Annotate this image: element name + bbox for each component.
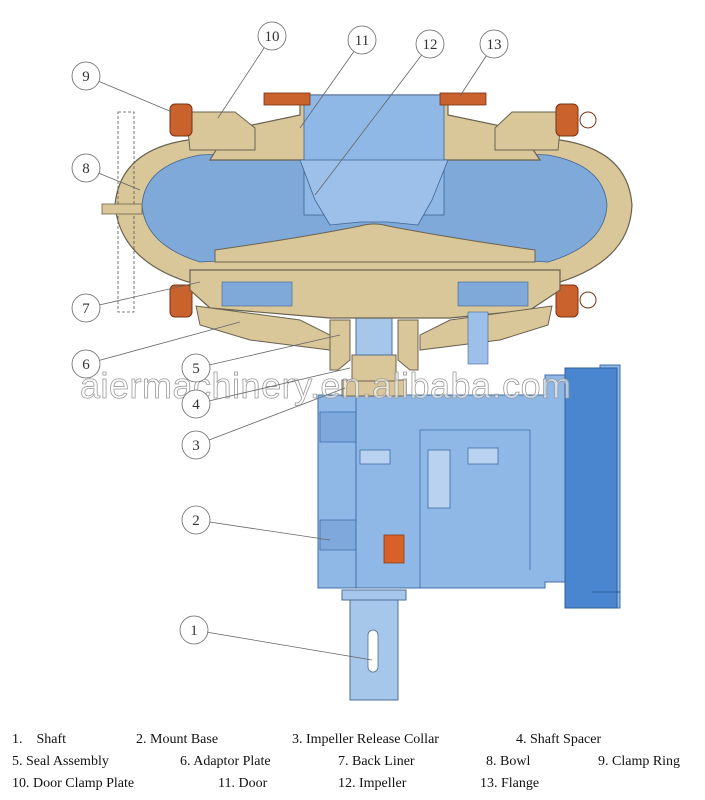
pump-cross-section-diagram: aiermachinery.en.alibaba.com 1 2 3 4 5 6…	[71, 21, 633, 701]
callout-10-label: 10	[265, 29, 280, 45]
callout-1-label: 1	[190, 623, 198, 639]
callout-8-circle	[71, 153, 101, 183]
legend-number: 11.	[218, 776, 235, 791]
legend-label: Back Liner	[352, 754, 415, 769]
flange	[263, 92, 487, 106]
callout-7-circle	[71, 293, 101, 323]
legend-label: Shaft Spacer	[530, 732, 602, 747]
legend-label: Clamp Ring	[612, 754, 681, 769]
legend-number: 6.	[180, 754, 191, 769]
callout-9-label: 9	[82, 69, 90, 85]
legend-number: 9.	[598, 754, 609, 769]
legend-label: Door Clamp Plate	[33, 776, 135, 791]
adaptor-plate	[195, 305, 553, 365]
callout-12-label: 12	[423, 37, 438, 53]
legend-item-3: 3. Impeller Release Collar	[292, 732, 439, 748]
clamp-ring	[169, 103, 597, 318]
legend-item-12: 12. Impeller	[338, 776, 406, 792]
impeller	[299, 159, 449, 226]
callout-11-circle	[347, 25, 377, 55]
callout-6-label: 6	[82, 357, 90, 373]
callout-7-label: 7	[82, 301, 90, 317]
legend-number: 5.	[12, 754, 23, 769]
legend-item-5: 5. Seal Assembly	[12, 754, 109, 770]
legend-label: Flange	[501, 776, 540, 791]
legend-number: 12.	[338, 776, 356, 791]
door-clamp-plate	[185, 111, 563, 151]
callout-6-circle	[71, 349, 101, 379]
legend-label: Mount Base	[150, 732, 219, 747]
callout-4-label: 4	[192, 397, 200, 413]
callout-1-circle	[179, 615, 209, 645]
legend-label: Seal Assembly	[26, 754, 109, 769]
legend-number: 8.	[486, 754, 497, 769]
legend-item-10: 10. Door Clamp Plate	[12, 776, 134, 792]
legend-label: Bowl	[500, 754, 531, 769]
callout-9-circle	[71, 61, 101, 91]
back-liner	[189, 269, 561, 319]
callout-10-circle	[257, 21, 287, 51]
callout-5-label: 5	[192, 361, 200, 377]
callout-13-label: 13	[487, 37, 502, 53]
legend-label: Impeller Release Collar	[306, 732, 439, 747]
legend-item-1: 1. Shaft	[12, 732, 66, 748]
legend-item-6: 6. Adaptor Plate	[180, 754, 271, 770]
callout-2-circle	[181, 505, 211, 535]
legend-item-4: 4. Shaft Spacer	[516, 732, 601, 748]
shaft-spacer	[351, 354, 397, 382]
legend-item-7: 7. Back Liner	[338, 754, 415, 770]
legend-number: 7.	[338, 754, 349, 769]
callout-3-circle	[181, 430, 211, 460]
callouts: 1 2 3 4 5 6 7 8 9 10 11 12	[71, 21, 509, 661]
legend-label: Adaptor Plate	[193, 754, 271, 769]
legend-item-9: 9. Clamp Ring	[598, 754, 680, 770]
callout-12-circle	[415, 29, 445, 59]
callout-3-label: 3	[192, 438, 200, 454]
legend-item-13: 13. Flange	[480, 776, 539, 792]
legend-number: 2.	[136, 732, 147, 747]
callout-13-circle	[479, 29, 509, 59]
callout-8-label: 8	[82, 161, 90, 177]
callout-2-label: 2	[192, 513, 200, 529]
callout-11-label: 11	[355, 33, 369, 49]
legend-item-2: 2. Mount Base	[136, 732, 218, 748]
legend-label: Door	[238, 776, 268, 791]
legend-label: Impeller	[359, 776, 407, 791]
lifting-bracket	[101, 111, 143, 313]
legend-number: 1.	[12, 732, 23, 747]
callout-4-circle	[181, 389, 211, 419]
legend-item-8: 8. Bowl	[486, 754, 530, 770]
legend-label: Shaft	[36, 732, 67, 747]
legend-number: 4.	[516, 732, 527, 747]
watermark: aiermachinery.en.alibaba.com	[80, 365, 572, 406]
shaft	[341, 589, 407, 701]
legend-number: 10.	[12, 776, 30, 791]
parts-legend: 1. Shaft 2. Mount Base 3. Impeller Relea…	[12, 732, 702, 798]
callout-5-circle	[181, 353, 211, 383]
mount-base	[317, 364, 621, 609]
legend-number: 3.	[292, 732, 303, 747]
legend-item-11: 11. Door	[218, 776, 267, 792]
seal-assembly	[329, 319, 419, 371]
legend-number: 13.	[480, 776, 498, 791]
